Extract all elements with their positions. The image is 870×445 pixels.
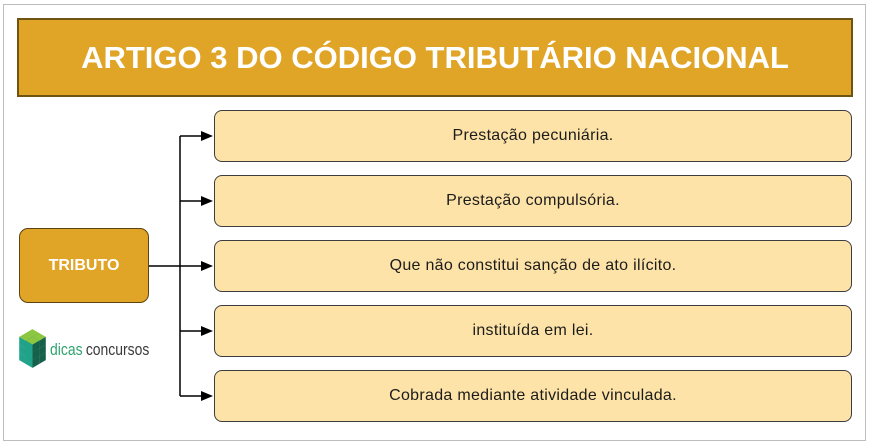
title-banner: ARTIGO 3 DO CÓDIGO TRIBUTÁRIO NACIONAL <box>17 18 853 97</box>
item-label: instituída em lei. <box>472 322 594 339</box>
item-box-3: Que não constitui sanção de ato ilícito. <box>214 240 852 292</box>
cubes-logo-icon <box>19 329 46 368</box>
item-label: Cobrada mediante atividade vinculada. <box>389 387 677 404</box>
logo-word-concursos: concursos <box>85 340 150 359</box>
arrowhead-1 <box>201 131 213 141</box>
item-label: Que não constitui sanção de ato ilícito. <box>389 257 677 274</box>
arrowhead-3 <box>201 261 213 271</box>
root-node-label: TRIBUTO <box>48 256 120 274</box>
page-title: ARTIGO 3 DO CÓDIGO TRIBUTÁRIO NACIONAL <box>81 39 789 75</box>
logo-word-dicas: dicas <box>50 340 83 359</box>
arrowhead-2 <box>201 196 213 206</box>
arrowhead-4 <box>201 326 213 336</box>
item-box-5: Cobrada mediante atividade vinculada. <box>214 370 852 422</box>
root-node-tributo: TRIBUTO <box>19 228 149 303</box>
arrowhead-5 <box>201 391 213 401</box>
item-label: Prestação compulsória. <box>446 192 620 209</box>
outer-frame <box>3 4 866 441</box>
item-box-4: instituída em lei. <box>214 305 852 357</box>
item-box-1: Prestação pecuniária. <box>214 110 852 162</box>
item-box-2: Prestação compulsória. <box>214 175 852 227</box>
item-label: Prestação pecuniária. <box>452 127 614 144</box>
